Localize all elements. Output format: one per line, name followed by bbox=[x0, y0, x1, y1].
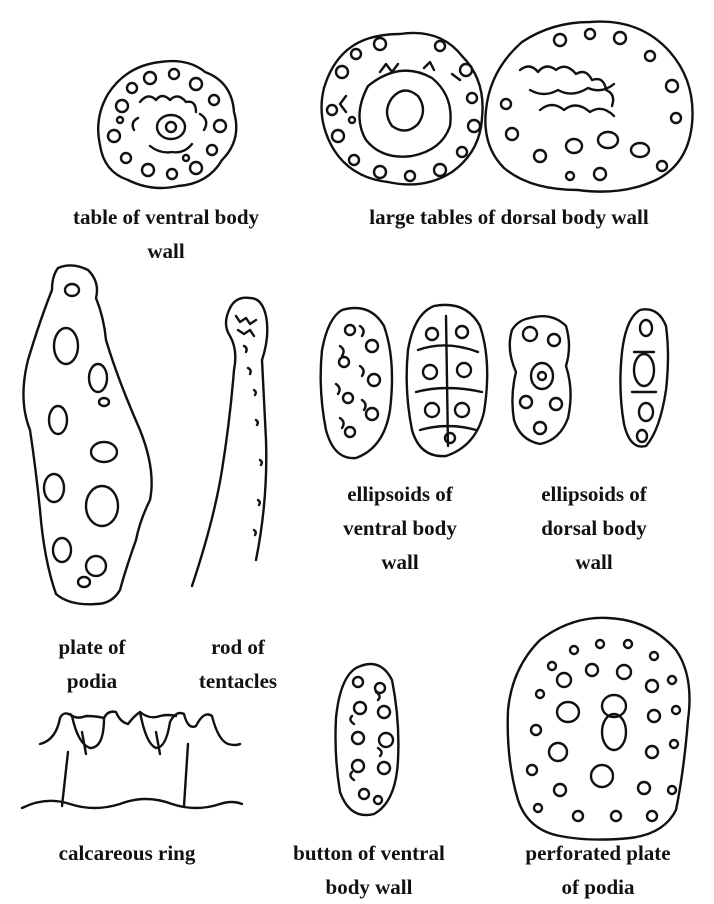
label-line: ventral body bbox=[312, 511, 488, 545]
label-calcareous-ring: calcareous ring bbox=[22, 836, 232, 870]
label-line: button of ventral bbox=[256, 836, 482, 870]
calcareous-ring-drawing bbox=[22, 712, 242, 808]
label-line: tentacles bbox=[168, 664, 308, 698]
button-of-ventral-body-wall-drawing bbox=[336, 664, 399, 815]
plate-of-podia-drawing bbox=[23, 265, 151, 604]
label-line: wall bbox=[312, 545, 488, 579]
ventral-ellipsoid-right-drawing bbox=[407, 305, 488, 456]
label-plate-of-podia: plate of podia bbox=[22, 630, 162, 698]
label-line: wall bbox=[506, 545, 682, 579]
label-dorsal-tables: large tables of dorsal body wall bbox=[312, 200, 706, 234]
label-line: plate of bbox=[22, 630, 162, 664]
label-line: of podia bbox=[488, 870, 708, 904]
label-line: calcareous ring bbox=[22, 836, 232, 870]
label-ellipsoids-ventral: ellipsoids of ventral body wall bbox=[312, 477, 488, 579]
ventral-table-drawing bbox=[98, 61, 236, 188]
label-line: ellipsoids of bbox=[506, 477, 682, 511]
label-line: large tables of dorsal body wall bbox=[312, 200, 706, 234]
label-rod-of-tentacles: rod of tentacles bbox=[168, 630, 308, 698]
label-button-ventral: button of ventral body wall bbox=[256, 836, 482, 904]
dorsal-table-right-drawing bbox=[485, 22, 692, 192]
label-line: wall bbox=[30, 234, 302, 268]
label-line: perforated plate bbox=[488, 836, 708, 870]
label-line: dorsal body bbox=[506, 511, 682, 545]
label-line: body wall bbox=[256, 870, 482, 904]
rod-of-tentacles-drawing bbox=[192, 298, 267, 586]
dorsal-ellipsoid-right-drawing bbox=[620, 309, 668, 446]
label-ventral-table: table of ventral body wall bbox=[30, 200, 302, 268]
label-perforated-plate: perforated plate of podia bbox=[488, 836, 708, 904]
perforated-plate-of-podia-drawing bbox=[508, 618, 690, 840]
label-line: podia bbox=[22, 664, 162, 698]
label-ellipsoids-dorsal: ellipsoids of dorsal body wall bbox=[506, 477, 682, 579]
label-line: table of ventral body bbox=[30, 200, 302, 234]
ventral-ellipsoid-left-drawing bbox=[321, 308, 392, 458]
dorsal-table-left-drawing bbox=[322, 33, 483, 185]
label-line: ellipsoids of bbox=[312, 477, 488, 511]
dorsal-ellipsoid-left-drawing bbox=[510, 316, 571, 444]
label-line: rod of bbox=[168, 630, 308, 664]
